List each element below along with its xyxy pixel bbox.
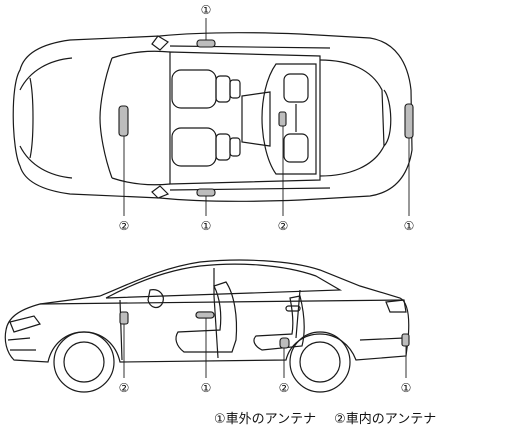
callout-2-front: ② bbox=[119, 219, 130, 233]
legend-exterior-antenna: ①車外のアンテナ bbox=[214, 412, 317, 427]
mirror-left bbox=[151, 35, 169, 51]
side-view-callouts: ② ① ② ① bbox=[119, 381, 412, 395]
callout-2-console: ② bbox=[278, 219, 289, 233]
car-side-windows bbox=[105, 263, 343, 299]
side-view-leaders bbox=[123, 318, 407, 378]
front-wheel bbox=[53, 331, 115, 393]
exterior-antenna-top-door-right bbox=[196, 188, 216, 197]
taillight bbox=[385, 299, 407, 313]
rear-seat bbox=[261, 63, 317, 175]
car-top-rear-window bbox=[319, 59, 385, 177]
interior-antenna-side-front bbox=[119, 311, 129, 325]
callout-1-rear: ① bbox=[404, 219, 415, 233]
callout-1-side-door: ① bbox=[201, 381, 212, 395]
callout-2-side-console: ② bbox=[279, 381, 290, 395]
exterior-antenna-top-rear bbox=[404, 103, 414, 139]
car-side-body-outline bbox=[4, 259, 410, 363]
top-view-callouts: ① ① ② ② ① bbox=[119, 3, 415, 233]
car-top-body-outline bbox=[12, 32, 413, 202]
mirror-right bbox=[151, 185, 170, 199]
top-view-antennas bbox=[118, 39, 414, 197]
exterior-antenna-side-door bbox=[195, 311, 215, 319]
top-view-leaders bbox=[123, 18, 410, 216]
side-front-seat bbox=[175, 281, 238, 353]
steering-wheel bbox=[147, 289, 164, 309]
side-view-antennas bbox=[119, 311, 410, 349]
interior-antenna-top-console bbox=[278, 111, 287, 127]
rear-door-seam bbox=[295, 289, 301, 339]
car-top-windshield bbox=[99, 57, 113, 179]
car-top-view bbox=[12, 32, 413, 202]
callout-1-door: ① bbox=[201, 219, 212, 233]
side-door-handle-rear bbox=[285, 305, 301, 312]
legend: ①車外のアンテナ ②車内のアンテナ bbox=[214, 408, 532, 427]
exterior-antenna-side-rear bbox=[401, 333, 410, 347]
front-seat-right bbox=[171, 127, 217, 167]
callout-1-side-rear: ① bbox=[401, 381, 412, 395]
front-seat-left bbox=[171, 69, 217, 109]
front-door-seam bbox=[213, 295, 219, 359]
callout-2-side-front: ② bbox=[119, 381, 130, 395]
exterior-antenna-top-door-left bbox=[196, 39, 216, 48]
side-rear-seat bbox=[253, 295, 305, 351]
callout-1-top: ① bbox=[201, 3, 212, 17]
rear-wheel bbox=[289, 331, 351, 393]
headlight bbox=[9, 315, 41, 333]
interior-antenna-side-console bbox=[279, 337, 290, 349]
car-side-view bbox=[4, 259, 410, 393]
interior-antenna-top-front bbox=[118, 105, 129, 137]
legend-interior-antenna: ②車内のアンテナ bbox=[334, 412, 437, 427]
